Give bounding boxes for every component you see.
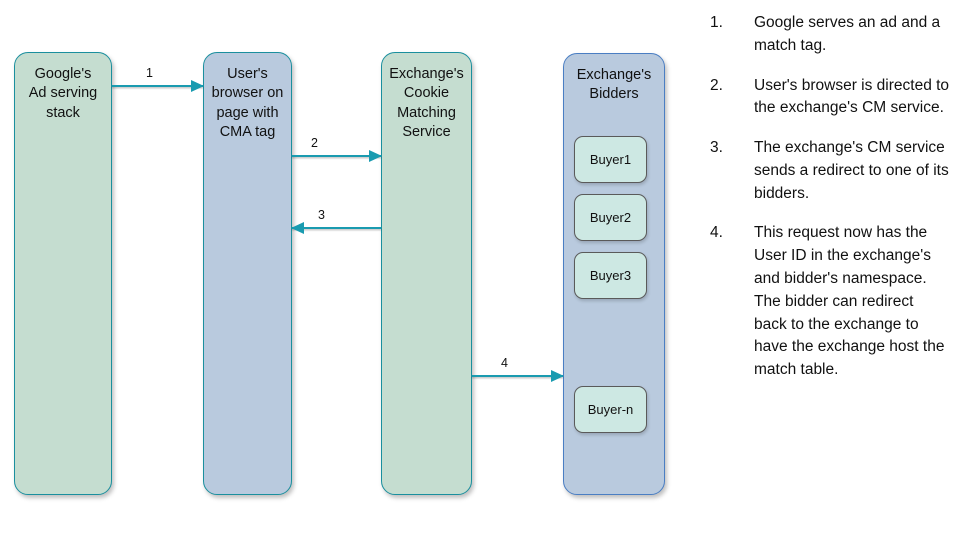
bidder-buyer1[interactable]: Buyer1	[574, 136, 647, 183]
arrow-1-head-icon	[191, 79, 204, 92]
step-item-2: 2. User's browser is directed to the exc…	[710, 75, 950, 121]
step-item-3-text: The exchange's CM service sends a redire…	[754, 139, 949, 202]
bidder-buyer2-label: Buyer2	[589, 210, 632, 225]
arrow-3-head-icon	[291, 221, 304, 234]
arrow-4-line	[472, 375, 563, 378]
bidder-buyern-label: Buyer-n	[587, 402, 634, 417]
node-exchange-cookie-matching-service-label: Exchange's Cookie Matching Service	[389, 66, 464, 140]
bidder-buyer2[interactable]: Buyer2	[574, 194, 647, 241]
step-item-3: 3. The exchange's CM service sends a red…	[710, 137, 950, 205]
bidder-buyer1-label: Buyer1	[589, 152, 632, 167]
node-exchange-bidders-label: Exchange's Bidders	[576, 67, 652, 103]
node-user-browser-label: User's browser on page with CMA tag	[211, 66, 284, 140]
step-item-4-text: This request now has the User ID in the …	[754, 224, 945, 379]
arrow-4-head-icon	[551, 369, 564, 382]
step-item-1-text: Google serves an ad and a match tag.	[754, 14, 941, 54]
node-user-browser: User's browser on page with CMA tag	[203, 52, 292, 495]
arrow-2-head-icon	[369, 149, 382, 162]
step-item-4: 4. This request now has the User ID in t…	[710, 222, 950, 381]
step-item-3-number: 3.	[710, 139, 723, 157]
bidder-buyer3-label: Buyer3	[589, 268, 632, 283]
step-item-2-text: User's browser is directed to the exchan…	[754, 76, 950, 117]
node-google-ad-serving-stack: Google's Ad serving stack	[14, 52, 112, 495]
arrow-2-line	[292, 155, 381, 158]
step-item-1: 1. Google serves an ad and a match tag.	[710, 12, 950, 58]
arrow-4-label: 4	[501, 356, 508, 370]
arrow-2-label: 2	[311, 136, 318, 150]
bidder-buyer3[interactable]: Buyer3	[574, 252, 647, 299]
arrow-3-label: 3	[318, 208, 325, 222]
steps-list: 1. Google serves an ad and a match tag. …	[710, 12, 950, 399]
arrow-1-label: 1	[146, 66, 153, 80]
step-item-1-number: 1.	[710, 14, 723, 31]
node-google-ad-serving-stack-label: Google's Ad serving stack	[28, 66, 98, 121]
node-exchange-cookie-matching-service: Exchange's Cookie Matching Service	[381, 52, 472, 495]
arrow-1-line	[112, 85, 203, 88]
arrow-3-line	[292, 227, 381, 230]
step-item-4-number: 4.	[710, 224, 723, 242]
bidder-buyern[interactable]: Buyer-n	[574, 386, 647, 433]
step-item-2-number: 2.	[710, 76, 723, 94]
